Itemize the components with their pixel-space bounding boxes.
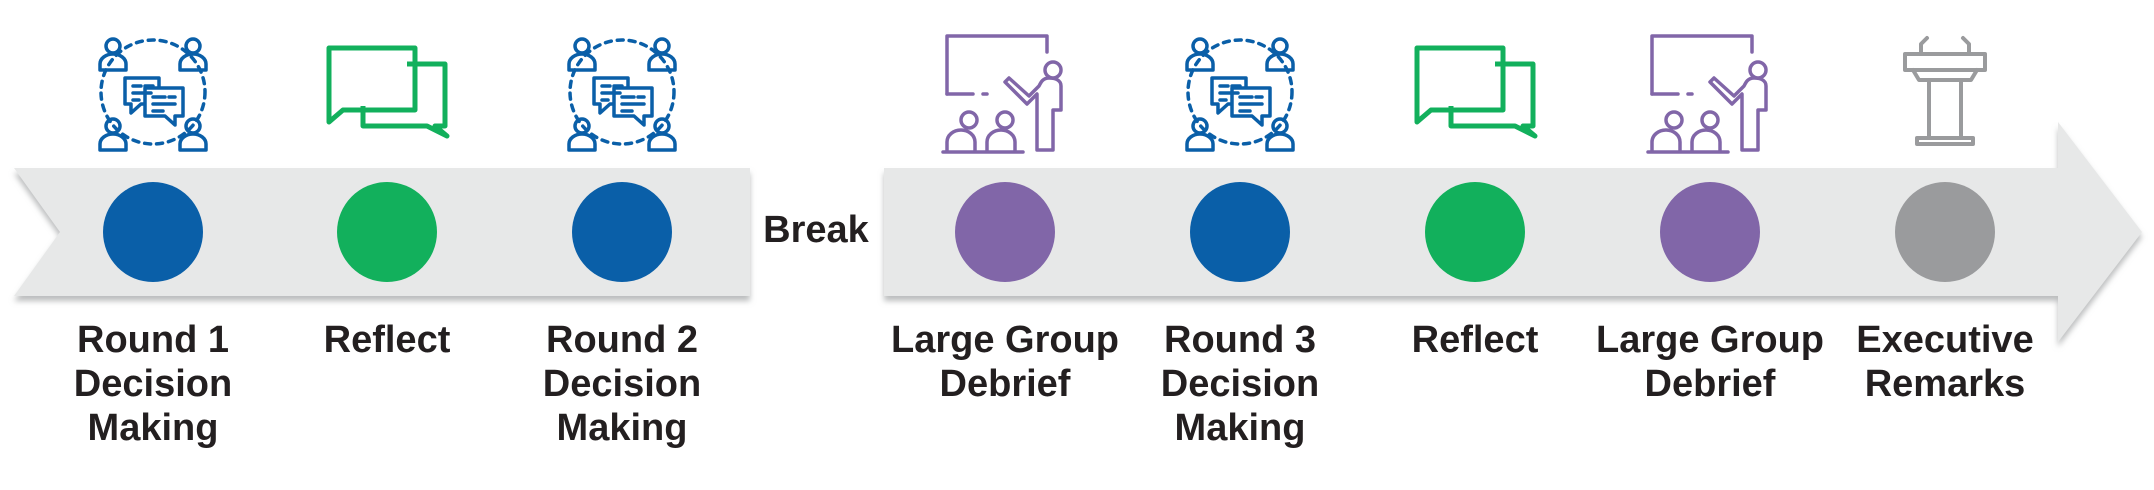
step-dot-8 <box>1895 182 1995 282</box>
presentation-icon <box>941 30 1067 154</box>
step-label-1: Round 1 Decision Making <box>73 319 233 449</box>
chat-bubbles-icon <box>325 30 450 154</box>
step-dot-3 <box>572 182 672 282</box>
presentation-icon <box>1646 30 1772 154</box>
step-dot-4 <box>955 182 1055 282</box>
step-label-4: Large Group Debrief <box>890 319 1120 405</box>
step-label-5: Round 3 Decision Making <box>1160 319 1320 449</box>
step-dot-5 <box>1190 182 1290 282</box>
step-label-3: Round 2 Decision Making <box>542 319 702 449</box>
group-discussion-icon <box>560 30 684 154</box>
group-discussion-icon <box>1178 30 1302 154</box>
break-label: Break <box>763 209 869 251</box>
chat-bubbles-icon <box>1413 30 1538 154</box>
step-dot-1 <box>103 182 203 282</box>
step-label-2: Reflect <box>323 319 451 361</box>
step-dot-7 <box>1660 182 1760 282</box>
step-label-7: Large Group Debrief <box>1595 319 1825 405</box>
podium-icon <box>1883 30 2007 154</box>
group-discussion-icon <box>91 30 215 154</box>
step-dot-2 <box>337 182 437 282</box>
step-dot-6 <box>1425 182 1525 282</box>
step-label-8: Executive Remarks <box>1856 319 2034 405</box>
step-label-6: Reflect <box>1411 319 1539 361</box>
